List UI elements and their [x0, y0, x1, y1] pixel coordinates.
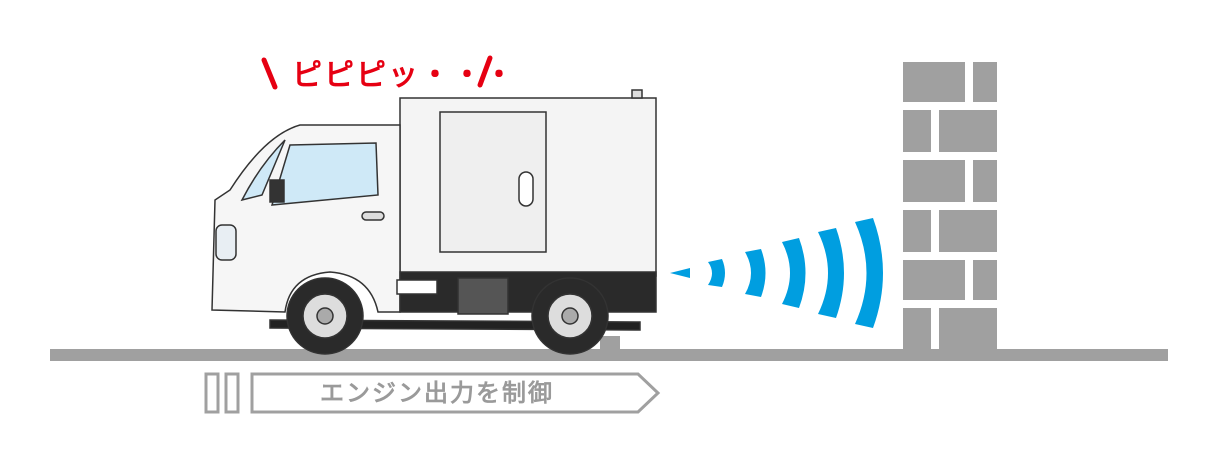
brick-wall — [903, 62, 997, 350]
engine-control-label: エンジン出力を制御 — [320, 379, 554, 407]
rear-wheel — [531, 277, 609, 355]
sensor-waves — [670, 218, 883, 328]
truck — [211, 89, 657, 355]
engine-control-arrow — [204, 372, 661, 414]
front-wheel — [286, 277, 364, 355]
alert-slash-left — [261, 57, 278, 90]
alert-slash-right — [477, 55, 493, 88]
alert-sound-text: ピピピッ・・・ — [292, 58, 516, 93]
ground — [50, 349, 1168, 361]
